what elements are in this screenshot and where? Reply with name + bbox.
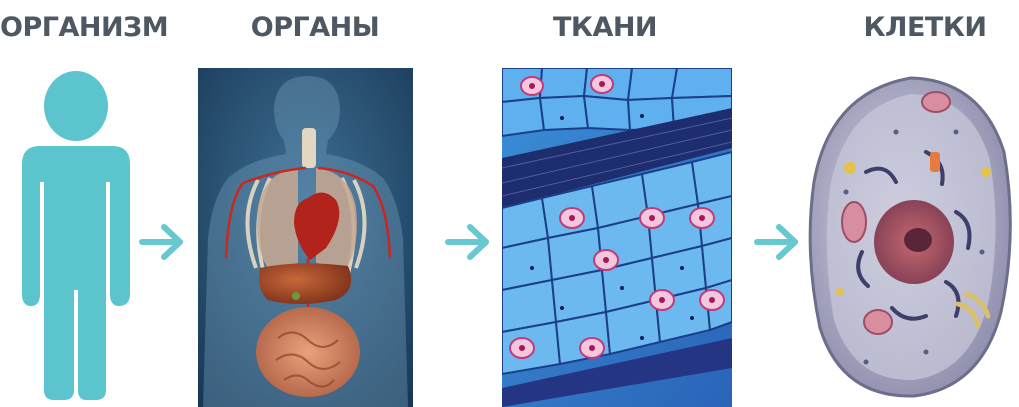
stage-label-organism: ОРГАНИЗМ: [0, 12, 140, 43]
right-arrow-icon: [444, 222, 492, 262]
plant-tissue-micrograph: [502, 68, 732, 407]
stage-label-tissues: ТКАНИ: [540, 12, 670, 43]
right-arrow-icon: [753, 222, 801, 262]
stage-label-organs: ОРГАНЫ: [240, 12, 390, 43]
anatomy-organs-image: [198, 68, 413, 407]
stage-label-cells: КЛЕТКИ: [850, 12, 1000, 43]
human-silhouette-icon: [18, 70, 138, 400]
animal-cell-model: [806, 72, 1016, 402]
right-arrow-icon: [138, 222, 186, 262]
